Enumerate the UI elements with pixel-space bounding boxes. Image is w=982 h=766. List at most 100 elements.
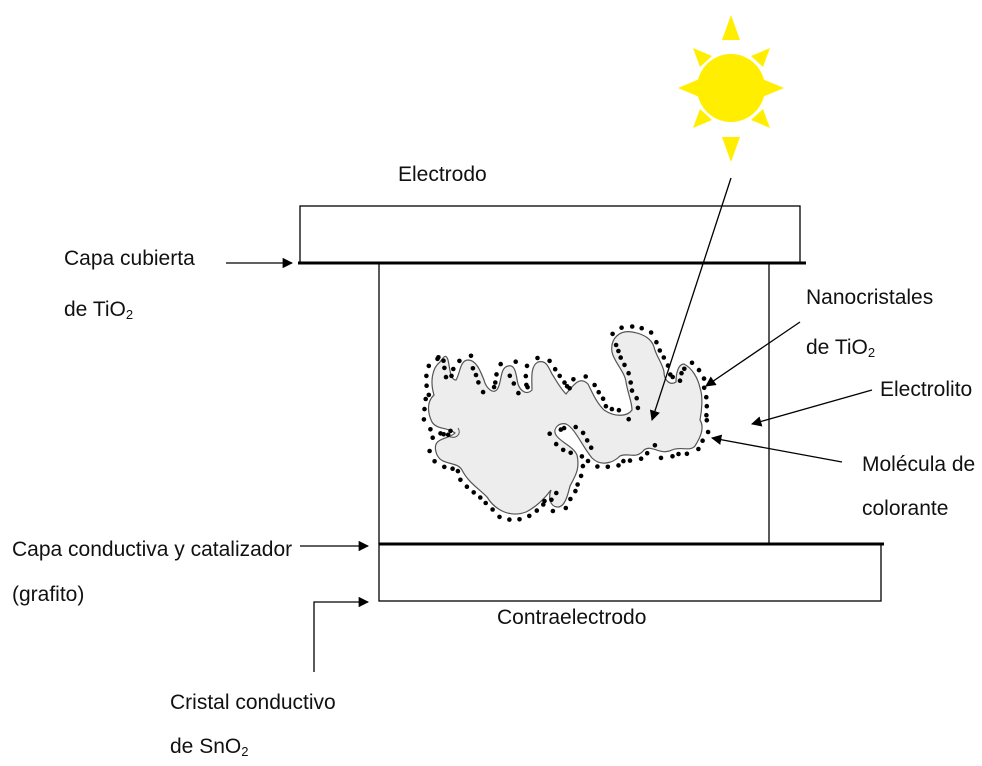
dye-dot xyxy=(547,358,552,364)
dye-dot xyxy=(670,454,675,459)
dye-dot xyxy=(541,502,546,507)
dye-dot xyxy=(471,490,477,495)
label-capa-conductiva-line2: (grafito) xyxy=(12,583,85,606)
tio2-nanocrystals xyxy=(427,331,703,515)
dye-dot xyxy=(580,463,586,469)
dye-dot xyxy=(478,495,483,500)
label-cristal-conductivo: Cristal conductivo xyxy=(170,691,336,714)
dye-dot xyxy=(677,378,683,384)
dye-dot xyxy=(436,355,441,360)
dye-dot xyxy=(441,358,446,364)
dye-dot xyxy=(423,396,429,402)
dye-dot xyxy=(605,464,611,470)
dye-dot xyxy=(635,405,641,411)
dye-dot xyxy=(585,458,591,464)
dye-dot xyxy=(560,447,566,453)
dye-dot xyxy=(596,389,601,395)
dye-dot xyxy=(644,450,650,456)
dye-dot xyxy=(455,468,461,474)
dye-dot xyxy=(661,355,667,360)
dye-dot xyxy=(421,417,427,422)
label-nanocristales-line2: de TiO2 xyxy=(806,336,876,360)
dye-dot xyxy=(561,425,567,431)
dye-dot xyxy=(634,395,639,401)
dye-dot xyxy=(603,403,609,409)
dye-dot xyxy=(516,390,521,396)
dye-dot xyxy=(563,505,569,511)
dye-dot xyxy=(700,438,705,444)
label-molecula: Molécula de xyxy=(862,453,976,476)
dye-dot xyxy=(616,348,621,354)
dye-dot xyxy=(424,373,429,379)
dye-dot xyxy=(668,372,673,377)
dye-dot xyxy=(619,325,624,331)
label-capa-conductiva: Capa conductiva y catalizador xyxy=(12,538,293,561)
dye-dot xyxy=(470,366,476,371)
label-capa-cubierta-line2: de TiO2 xyxy=(64,298,134,322)
dye-dot xyxy=(696,367,702,373)
dye-dot xyxy=(567,386,572,391)
dye-dot xyxy=(583,374,588,379)
dye-dot xyxy=(629,324,635,329)
dye-dot xyxy=(491,384,497,390)
sun-icon xyxy=(678,15,784,162)
dye-dot xyxy=(568,496,573,502)
dye-dot xyxy=(497,514,502,520)
dye-dot xyxy=(679,370,684,376)
dye-dot xyxy=(684,451,690,457)
dye-dot xyxy=(422,406,427,412)
electrode-glass xyxy=(299,205,801,264)
dye-dot xyxy=(442,464,447,470)
dye-dot xyxy=(480,389,486,395)
label-contraelectrodo: Contraelectrodo xyxy=(497,606,647,629)
dye-dot xyxy=(588,445,594,451)
dye-dot xyxy=(553,441,559,447)
dye-dot xyxy=(490,507,495,512)
dye-dot xyxy=(676,451,681,457)
dye-dot xyxy=(573,488,578,494)
dye-dot xyxy=(609,406,615,412)
arrow-nanocristales xyxy=(705,321,801,387)
dye-dot xyxy=(704,403,710,409)
dye-dot xyxy=(584,438,590,443)
dye-dot xyxy=(513,359,518,365)
dye-dot xyxy=(535,355,540,361)
dye-dot xyxy=(595,464,600,469)
dye-dot xyxy=(554,490,559,496)
dye-dot xyxy=(658,455,664,461)
dye-dot xyxy=(616,463,621,468)
dye-dot xyxy=(628,380,633,385)
label-electrodo: Electrodo xyxy=(398,163,487,186)
dye-dot xyxy=(626,370,631,376)
dye-dot xyxy=(457,358,462,364)
dye-dot xyxy=(542,498,547,504)
label-capa-cubierta: Capa cubierta xyxy=(64,247,195,270)
dye-dot xyxy=(450,466,455,472)
label-cristal-conductivo-line2: de SnO2 xyxy=(170,735,249,759)
dye-dot xyxy=(549,497,554,503)
dye-dot xyxy=(627,458,633,463)
dye-dot xyxy=(613,342,619,348)
dye-dot xyxy=(701,385,707,391)
dye-dot xyxy=(424,383,429,389)
dye-dot xyxy=(652,443,658,448)
dye-dot xyxy=(507,373,513,379)
dye-dot xyxy=(525,384,530,390)
dye-dot xyxy=(443,374,449,380)
dye-dot xyxy=(426,392,432,398)
arrow-cristal-conductivo xyxy=(313,596,370,672)
dye-dot xyxy=(550,508,556,514)
arrow-electrolito xyxy=(750,389,873,427)
dye-dot xyxy=(557,373,562,379)
dye-dot xyxy=(507,517,512,522)
dye-dot xyxy=(442,365,447,371)
dye-dot xyxy=(473,372,479,378)
dye-dot xyxy=(511,381,517,386)
dye-dot xyxy=(629,388,635,393)
dye-dot xyxy=(639,325,644,331)
dye-dot xyxy=(430,435,436,441)
dye-dot xyxy=(600,396,606,402)
dye-dot xyxy=(527,513,532,519)
arrow-molecula xyxy=(710,434,843,463)
dye-dot xyxy=(657,348,663,353)
